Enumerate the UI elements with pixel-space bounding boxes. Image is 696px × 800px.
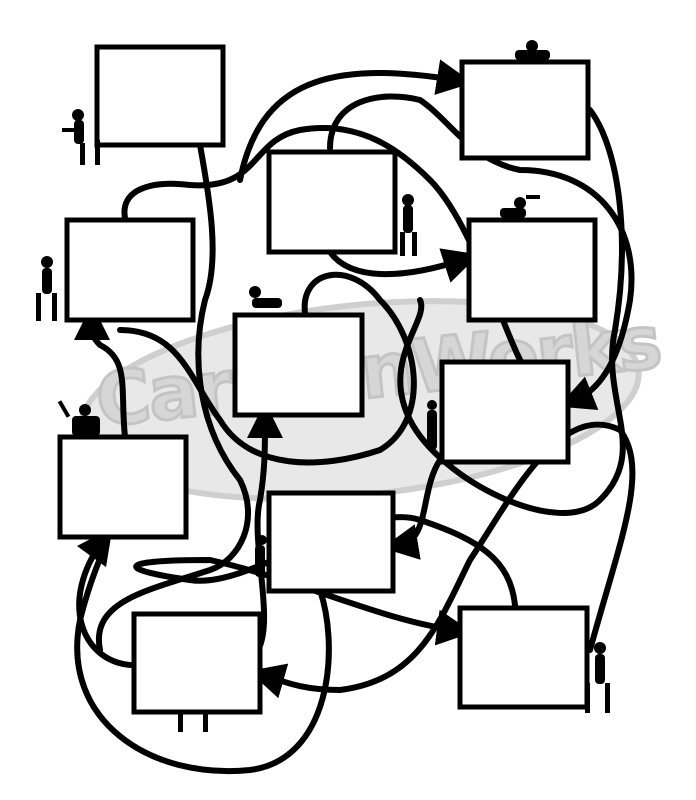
box-3 — [266, 149, 398, 255]
connector — [95, 142, 251, 653]
connector — [382, 457, 443, 560]
connector — [246, 402, 283, 653]
box-1 — [94, 44, 226, 148]
box-6 — [232, 312, 365, 418]
connector — [237, 59, 473, 183]
box-7 — [439, 359, 571, 465]
connector — [248, 421, 636, 699]
connector — [117, 271, 417, 466]
stick-figure-icon — [249, 286, 282, 308]
connector — [397, 107, 626, 516]
connector — [73, 304, 128, 440]
box-2 — [459, 59, 591, 161]
box-8 — [57, 434, 189, 540]
stick-figure-icon — [255, 535, 267, 577]
box-10 — [131, 611, 263, 715]
stick-figure-icon — [57, 400, 100, 436]
stick-figure-icon — [585, 642, 610, 713]
box-11 — [457, 605, 590, 710]
connector — [327, 248, 480, 283]
stick-figure-icon — [500, 195, 540, 218]
stick-figure-icon — [62, 109, 100, 165]
stick-figure-icon — [515, 40, 550, 60]
connector — [327, 93, 635, 411]
box-4 — [64, 217, 196, 323]
box-9 — [266, 490, 396, 594]
box-5 — [466, 217, 598, 323]
stick-figure-icon — [427, 400, 437, 450]
stick-figure-icon — [178, 712, 208, 732]
stick-figure-icon — [400, 194, 417, 256]
stick-figure-icon — [36, 256, 57, 321]
